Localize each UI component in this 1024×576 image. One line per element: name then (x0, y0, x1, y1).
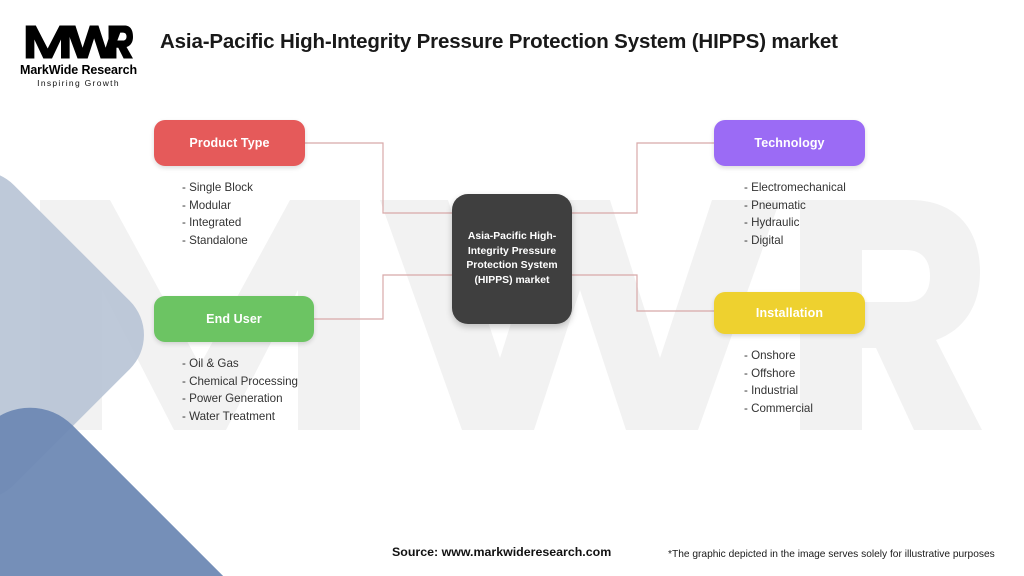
list-item: - Oil & Gas (182, 357, 239, 370)
footer-source: Source: www.markwideresearch.com (392, 545, 612, 559)
node-installation[interactable]: Installation - Onshore - Offshore - Indu… (714, 292, 865, 417)
hub-node[interactable]: Asia-Pacific High-Integrity Pressure Pro… (452, 194, 572, 324)
node-installation-header[interactable]: Installation (714, 292, 865, 334)
connector-product-type (305, 142, 452, 214)
list-item: - Digital (744, 233, 784, 247)
footer-disclaimer: *The graphic depicted in the image serve… (668, 549, 995, 560)
node-installation-label: Installation (755, 306, 824, 320)
list-item: - Integrated (182, 216, 242, 230)
hub-label: Asia-Pacific High-Integrity Pressure Pro… (466, 231, 558, 286)
connector-end-user (314, 274, 452, 320)
list-item: - Water Treatment (182, 409, 275, 423)
list-item: - Industrial (744, 384, 799, 398)
node-technology[interactable]: Technology - Electromechanical - Pneumat… (714, 120, 865, 249)
node-end-user[interactable]: End User - Oil & Gas - Chemical Processi… (154, 296, 314, 425)
node-technology-header[interactable]: Technology (714, 120, 865, 166)
mwr-monogram-icon (25, 25, 133, 59)
node-installation-items: - Onshore - Offshore - Industrial - Comm… (714, 347, 865, 417)
node-product-type-label: Product Type (189, 136, 270, 150)
node-technology-items: - Electromechanical - Pneumatic - Hydrau… (714, 179, 865, 249)
node-end-user-header[interactable]: End User (154, 296, 314, 342)
list-item: - Commercial (744, 401, 813, 415)
list-item: - Single Block (182, 181, 253, 194)
node-product-type-items: - Single Block - Modular - Integrated - … (154, 179, 305, 249)
node-end-user-label: End User (206, 312, 262, 326)
brand-logo: MarkWide Research Inspiring Growth (16, 22, 141, 88)
page-title: Asia-Pacific High-Integrity Pressure Pro… (160, 30, 838, 53)
list-item: - Electromechanical (744, 181, 846, 194)
node-product-type-header[interactable]: Product Type (154, 120, 305, 166)
list-item: - Hydraulic (744, 216, 800, 230)
node-end-user-items: - Oil & Gas - Chemical Processing - Powe… (154, 355, 314, 425)
list-item: - Pneumatic (744, 198, 806, 212)
list-item: - Power Generation (182, 392, 283, 406)
connector-technology (572, 142, 714, 214)
list-item: - Standalone (182, 233, 248, 247)
brand-tagline: Inspiring Growth (37, 78, 120, 88)
brand-name: MarkWide Research (20, 63, 137, 77)
connector-installation (572, 274, 714, 312)
node-technology-label: Technology (754, 136, 825, 150)
list-item: - Modular (182, 198, 231, 212)
list-item: - Onshore (744, 349, 796, 362)
node-product-type[interactable]: Product Type - Single Block - Modular - … (154, 120, 305, 249)
list-item: - Chemical Processing (182, 374, 298, 388)
list-item: - Offshore (744, 366, 796, 380)
